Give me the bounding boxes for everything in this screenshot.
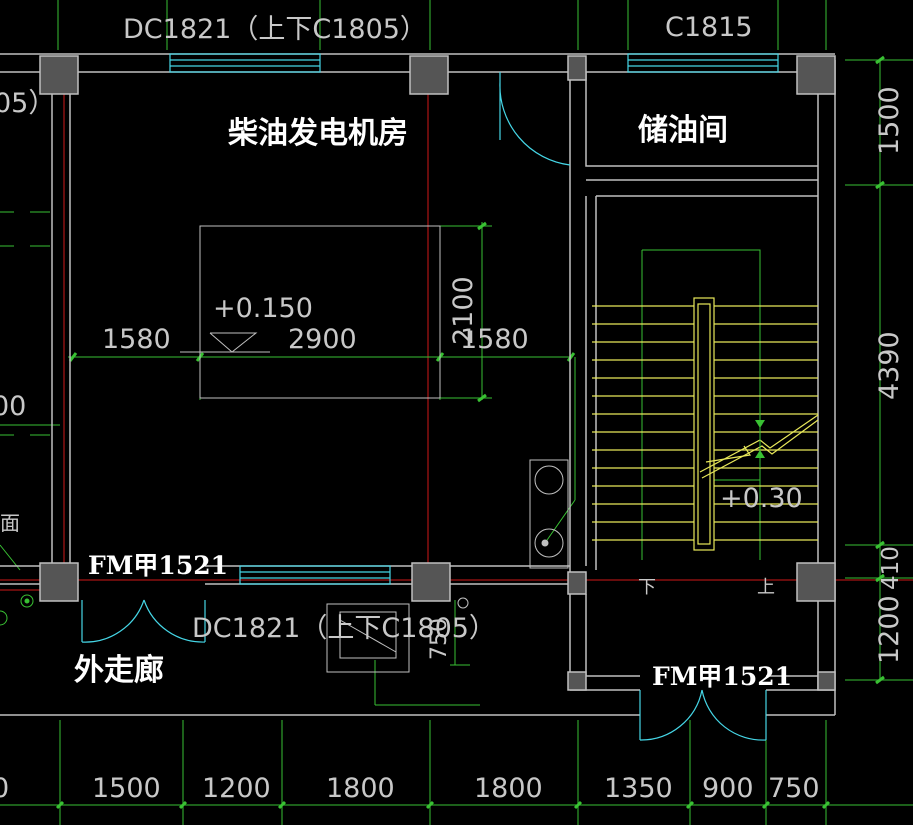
bottom-dim: 0 — [0, 773, 9, 804]
doors — [81, 72, 767, 741]
column — [796, 55, 836, 95]
room-label-corridor: 外走廊 — [74, 653, 164, 688]
equipment-clear-right: 1580 — [460, 324, 529, 355]
axis-lines — [0, 75, 913, 591]
stair-down-label: 下 — [638, 577, 656, 598]
left-label-partial: 面 — [0, 511, 20, 535]
stair-up-label: 上 — [757, 577, 775, 598]
window-label-left-partial: 05） — [0, 88, 55, 119]
markers — [0, 594, 34, 626]
column — [409, 55, 449, 95]
right-dim: 1200 — [874, 595, 905, 664]
room-label-oil-storage: 储油间 — [638, 113, 728, 148]
column — [567, 571, 587, 595]
bottom-dim: 1350 — [604, 773, 673, 804]
right-dim: 1500 — [874, 86, 905, 155]
column — [39, 55, 79, 95]
door-label-right: FM甲1521 — [652, 662, 792, 691]
bottom-dim: 1800 — [474, 773, 543, 804]
elevation-label: +0.150 — [213, 293, 313, 324]
stair-treads — [592, 297, 819, 551]
bottom-dim: 1200 — [202, 773, 271, 804]
windows — [169, 53, 779, 585]
room-label-generator: 柴油发电机房 — [228, 116, 408, 151]
window-label-top-right: C1815 — [665, 12, 753, 43]
window-label-bottom: DC1821（上下C1805） — [192, 613, 496, 644]
bottom-dim: 750 — [768, 773, 820, 804]
bottom-dim: 1500 — [92, 773, 161, 804]
stair-elevation: +0.30 — [720, 483, 803, 514]
equipment-depth: 2100 — [448, 276, 479, 345]
column — [796, 562, 836, 602]
column — [39, 562, 79, 602]
generator-equipment — [180, 225, 569, 673]
equipment-clear-left: 1580 — [102, 324, 171, 355]
bottom-dim: 900 — [702, 773, 754, 804]
walls — [0, 53, 836, 716]
equipment-width: 2900 — [288, 324, 357, 355]
window-top-left — [169, 53, 321, 73]
column — [411, 562, 451, 602]
window-bottom — [239, 565, 391, 585]
columns — [39, 55, 836, 691]
bottom-dim: 1800 — [326, 773, 395, 804]
column — [567, 55, 587, 81]
column — [817, 671, 836, 691]
door-label-left: FM甲1521 — [88, 551, 228, 580]
window-top-right — [627, 53, 779, 73]
column — [567, 671, 587, 691]
left-dim-partial: 00 — [0, 391, 26, 422]
window-label-top-left: DC1821（上下C1805） — [123, 14, 427, 45]
right-dim: 410 — [878, 546, 904, 590]
right-dim: 4390 — [874, 331, 905, 400]
pit-dimension: 750 — [427, 618, 452, 660]
